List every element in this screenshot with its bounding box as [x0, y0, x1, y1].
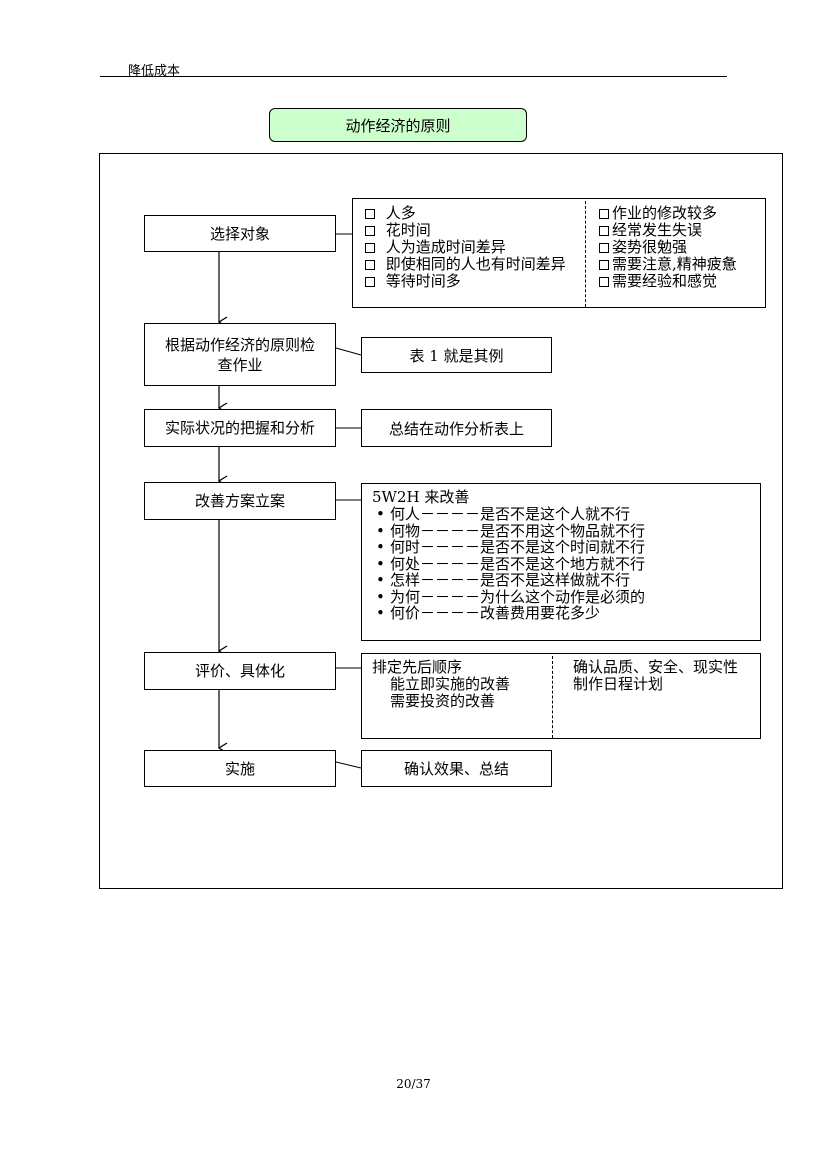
checkbox-icon — [599, 209, 609, 219]
step-label: 实际状况的把握和分析 — [164, 419, 315, 437]
note-evaluation: 排定先后顺序 能立即实施的改善 需要投资的改善 确认品质、安全、现实性 制作日程… — [361, 653, 761, 739]
plan-title: 5W2H 来改善 — [372, 488, 470, 506]
note-5w2h: 5W2H 来改善 •何人－－－－是否不是这个人就不行 •何物－－－－是否不用这个… — [361, 483, 761, 641]
list-item: •何物－－－－是否不用这个物品就不行 — [376, 521, 646, 540]
connector-2 — [335, 347, 362, 356]
checklist-item: 需要经验和感觉 — [599, 273, 737, 290]
step-check-work: 根据动作经济的原则检 查作业 — [144, 323, 336, 386]
list-item: •何人－－－－是否不是这个人就不行 — [376, 505, 631, 523]
checklist-item: 作业的修改较多 — [599, 205, 737, 222]
checkbox-icon — [599, 243, 609, 253]
checklist-item: 姿势很勉强 — [599, 239, 737, 256]
checklist-left: 人多 花时间 人为造成时间差异 即使相同的人也有时间差异 等待时间多 — [365, 205, 566, 290]
checkbox-icon — [599, 226, 609, 236]
checklist-item: 花时间 — [365, 222, 566, 239]
step-label-line2: 查作业 — [217, 355, 263, 374]
header-rule — [100, 76, 727, 77]
step-label: 评价、具体化 — [194, 662, 285, 680]
checkbox-icon — [599, 277, 609, 287]
step-implement: 实施 — [144, 750, 336, 787]
page-number: 20/37 — [396, 1077, 431, 1091]
step-improvement-plan: 改善方案立案 — [144, 482, 336, 520]
note-example-table: 表 1 就是其例 — [361, 337, 552, 373]
checkbox-icon — [599, 260, 609, 270]
checklist-item: 经常发生失误 — [599, 222, 737, 239]
eval-item: 制作日程计划 — [573, 675, 664, 693]
list-item: •为何－－－－为什么这个动作是必须的 — [376, 587, 646, 606]
flowchart-frame — [99, 153, 783, 889]
connector-6 — [335, 761, 362, 769]
checkbox-icon — [365, 209, 375, 219]
step-label: 选择对象 — [209, 224, 270, 243]
divider-dashed — [585, 201, 586, 307]
note-confirm-results: 确认效果、总结 — [361, 750, 552, 787]
checklist-item: 即使相同的人也有时间差异 — [365, 256, 566, 273]
eval-left: 排定先后顺序 能立即实施的改善 需要投资的改善 — [372, 659, 510, 710]
plan-list: •何人－－－－是否不是这个人就不行 •何物－－－－是否不用这个物品就不行 •何时… — [376, 506, 645, 622]
checkbox-icon — [365, 277, 375, 287]
checkbox-icon — [365, 243, 375, 253]
checklist-right: 作业的修改较多 经常发生失误 姿势很勉强 需要注意,精神疲惫 需要经验和感觉 — [599, 205, 737, 290]
eval-right: 确认品质、安全、现实性 制作日程计划 — [573, 659, 738, 693]
divider-dashed — [552, 656, 553, 738]
diagram-title: 动作经济的原则 — [269, 108, 527, 142]
step-analysis: 实际状况的把握和分析 — [144, 409, 336, 447]
list-item: •何价－－－－改善费用要花多少 — [376, 604, 601, 622]
list-item: •怎样－－－－是否不是这样做就不行 — [376, 571, 631, 589]
step-label: 改善方案立案 — [194, 492, 285, 510]
note-analysis-sheet: 总结在动作分析表上 — [361, 409, 552, 447]
step-evaluate: 评价、具体化 — [144, 652, 336, 690]
step-select-target: 选择对象 — [144, 215, 336, 252]
eval-item: 能立即实施的改善 — [390, 675, 511, 693]
eval-item: 需要投资的改善 — [390, 692, 496, 710]
checklist-item: 人为造成时间差异 — [365, 239, 566, 256]
eval-title: 排定先后顺序 — [372, 658, 463, 676]
eval-item: 确认品质、安全、现实性 — [573, 658, 739, 676]
checklist-item: 需要注意,精神疲惫 — [599, 256, 737, 273]
running-header: 降低成本 — [128, 64, 181, 79]
checklist-item: 人多 — [365, 205, 566, 222]
checkbox-icon — [365, 260, 375, 270]
step-label: 实施 — [224, 759, 255, 778]
note-selection-criteria: 人多 花时间 人为造成时间差异 即使相同的人也有时间差异 等待时间多 作业的修改… — [352, 198, 766, 308]
checkbox-icon — [365, 226, 375, 236]
list-item: •何处－－－－是否不是这个地方就不行 — [376, 554, 646, 573]
list-item: •何时－－－－是否不是这个时间就不行 — [376, 538, 646, 556]
step-label-line1: 根据动作经济的原则检 — [164, 335, 315, 354]
checklist-item: 等待时间多 — [365, 273, 566, 290]
